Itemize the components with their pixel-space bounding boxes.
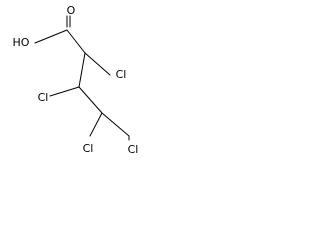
bond-c4-cl <box>89 112 103 137</box>
structure-diagram: O HO Cl Cl Cl Cl <box>13 4 139 156</box>
atom-label-ho: HO <box>13 36 30 49</box>
atom-label-cl-c4: Cl <box>83 142 94 155</box>
atom-label-o: O <box>67 4 76 17</box>
bond-c1-c2 <box>66 29 86 54</box>
atom-label-cl-c3: Cl <box>38 91 49 104</box>
atom-label-cl-c5: Cl <box>128 143 139 156</box>
bond-c2-c3 <box>78 52 86 88</box>
bond-c2-cl <box>84 52 111 76</box>
atom-label-cl-c2: Cl <box>116 68 127 81</box>
bond-c1-oh <box>34 29 68 44</box>
bond-c3-c4 <box>78 86 103 114</box>
bond-c3-cl <box>49 86 80 97</box>
bond-c4-c5 <box>101 112 130 137</box>
